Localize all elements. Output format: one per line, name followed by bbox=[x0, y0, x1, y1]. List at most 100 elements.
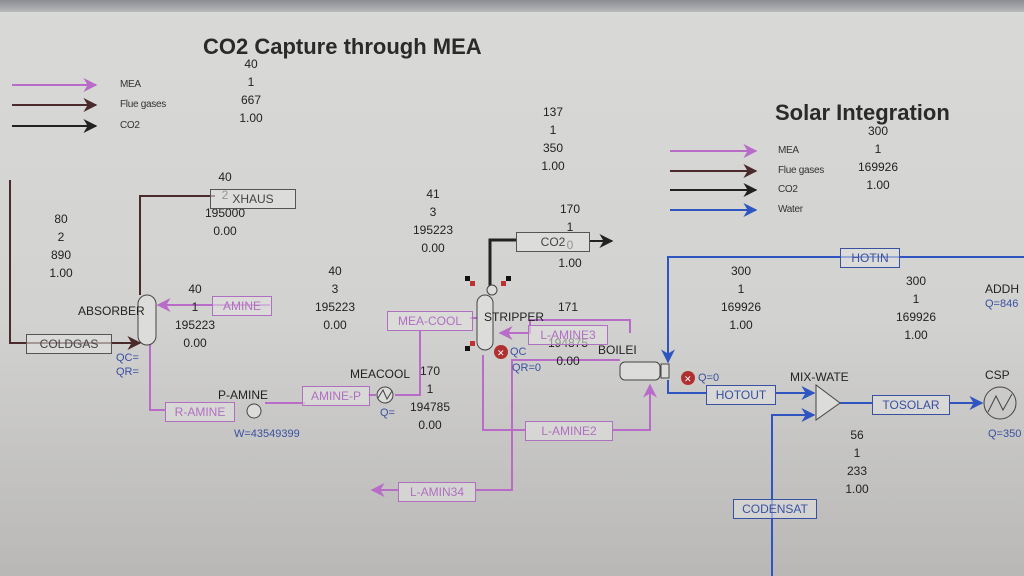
tag-flow: 169926 bbox=[857, 160, 899, 174]
stream-l-amin34[interactable]: L-AMIN34 bbox=[398, 482, 476, 502]
boiler-outlet[interactable] bbox=[660, 363, 670, 379]
selection-handle[interactable] bbox=[465, 346, 470, 351]
tag-temp: 80 bbox=[54, 212, 68, 226]
tag-temp: 41 bbox=[426, 187, 440, 201]
stream-tag[interactable]: 300 1 169926 1.00 bbox=[718, 262, 764, 334]
stream-hotout[interactable]: HOTOUT bbox=[706, 385, 776, 405]
tag-temp: 137 bbox=[542, 105, 564, 119]
stream-exhaus[interactable]: XHAUS bbox=[210, 189, 296, 209]
svg-text:✕: ✕ bbox=[684, 374, 692, 384]
stream-r-amine[interactable]: R-AMINE bbox=[165, 402, 235, 422]
block-csp-label: CSP bbox=[985, 368, 1010, 382]
selection-handle[interactable] bbox=[501, 281, 506, 286]
stream-tag[interactable]: 40 3 195223 0.00 bbox=[312, 262, 358, 334]
tag-flow: 194785 bbox=[409, 400, 451, 414]
tag-pressure: 3 bbox=[429, 205, 437, 219]
tag-flow: 195223 bbox=[412, 223, 454, 237]
block-addheat-label: ADDH bbox=[985, 282, 1020, 296]
tag-flow: 890 bbox=[50, 248, 72, 262]
pump-icon[interactable] bbox=[246, 403, 262, 419]
block-stripper-label: STRIPPER bbox=[484, 310, 545, 324]
tag-vfrac: 1.00 bbox=[904, 328, 928, 342]
legend-r-label-mea: MEA bbox=[778, 145, 799, 156]
error-icon[interactable] bbox=[494, 345, 508, 359]
addheat-duty: Q=846 bbox=[985, 298, 1019, 310]
tag-temp: 40 bbox=[328, 264, 342, 278]
legend-label-co2: CO2 bbox=[120, 120, 140, 131]
tag-flow: 169926 bbox=[895, 310, 937, 324]
svg-text:✕: ✕ bbox=[497, 348, 505, 358]
selection-handle[interactable] bbox=[465, 276, 470, 281]
tag-vfrac: 1.00 bbox=[866, 178, 890, 192]
boiler-duty: Q=0 bbox=[698, 372, 720, 384]
flue-gas-line-top bbox=[139, 195, 215, 295]
selection-handle[interactable] bbox=[506, 276, 511, 281]
legend-r-label-water: Water bbox=[778, 204, 803, 215]
block-mixer-label: MIX-WATE bbox=[790, 370, 849, 384]
selection-handle[interactable] bbox=[470, 341, 475, 346]
stripper-qr: QR=0 bbox=[512, 362, 542, 374]
tag-vfrac: 1.00 bbox=[239, 111, 263, 125]
stripper-vessel[interactable] bbox=[476, 294, 494, 351]
csp-duty: Q=350 bbox=[988, 428, 1022, 440]
stream-tag[interactable]: 56 1 233 1.00 bbox=[834, 426, 880, 498]
hotin-line bbox=[661, 256, 1024, 364]
tag-pressure: 1 bbox=[853, 446, 861, 460]
tag-temp: 171 bbox=[557, 300, 579, 314]
stream-l-amine3[interactable]: L-AMINE3 bbox=[528, 325, 608, 345]
tag-vfrac: 1.00 bbox=[558, 256, 582, 270]
stream-co2[interactable]: CO2 bbox=[516, 232, 590, 252]
tag-pressure: 1 bbox=[191, 300, 199, 314]
stream-tag[interactable]: 40 1 667 1.00 bbox=[228, 55, 274, 127]
cooler-to-meacool bbox=[395, 330, 421, 396]
legend-label-mea: MEA bbox=[120, 79, 141, 90]
stream-tag[interactable]: 41 3 195223 0.00 bbox=[410, 185, 456, 257]
meacool-duty: Q= bbox=[380, 407, 395, 419]
tag-flow: 350 bbox=[542, 141, 564, 155]
l-amine3-line bbox=[498, 319, 631, 340]
stream-codensat[interactable]: CODENSAT bbox=[733, 499, 817, 519]
stream-tag[interactable]: 170 1 194785 0.00 bbox=[407, 362, 453, 434]
csp-heater-icon[interactable] bbox=[983, 386, 1017, 420]
l-amin34-line bbox=[475, 359, 620, 491]
legend-r-label-co2: CO2 bbox=[778, 184, 798, 195]
stream-tosolar[interactable]: TOSOLAR bbox=[872, 395, 950, 415]
stream-hotin[interactable]: HOTIN bbox=[840, 248, 900, 268]
stream-tag[interactable]: 137 1 350 1.00 bbox=[530, 103, 576, 175]
tag-temp: 40 bbox=[244, 57, 258, 71]
tag-pressure: 1 bbox=[737, 282, 745, 296]
boiler-icon[interactable] bbox=[619, 361, 661, 381]
stream-tag[interactable]: 300 1 169926 1.00 bbox=[893, 272, 939, 344]
tag-flow: 195223 bbox=[314, 300, 356, 314]
stream-tag[interactable]: 300 1 169926 1.00 bbox=[855, 122, 901, 194]
tag-pressure: 1 bbox=[426, 382, 434, 396]
error-icon[interactable] bbox=[681, 371, 695, 385]
legend-r-label-flue: Flue gases bbox=[778, 165, 824, 176]
tag-vfrac: 0.00 bbox=[213, 224, 237, 238]
title-solar-integration: Solar Integration bbox=[775, 100, 950, 125]
stream-coldgas[interactable]: COLDGAS bbox=[26, 334, 112, 354]
tag-pressure: 3 bbox=[331, 282, 339, 296]
tag-temp: 300 bbox=[905, 274, 927, 288]
tag-pressure: 2 bbox=[57, 230, 65, 244]
tag-vfrac: 1.00 bbox=[845, 482, 869, 496]
stream-amine-p[interactable]: AMINE-P bbox=[302, 386, 370, 406]
tag-vfrac: 0.00 bbox=[183, 336, 207, 350]
tag-vfrac: 1.00 bbox=[729, 318, 753, 332]
selection-handle[interactable] bbox=[470, 281, 475, 286]
tag-temp: 56 bbox=[850, 428, 864, 442]
stream-mea-cool[interactable]: MEA-COOL bbox=[387, 311, 473, 331]
condensate-line bbox=[771, 408, 816, 576]
stream-tag[interactable]: 40 1 195223 0.00 bbox=[172, 280, 218, 352]
absorber-vessel[interactable] bbox=[137, 294, 157, 346]
stream-l-amine2[interactable]: L-AMINE2 bbox=[525, 421, 613, 441]
stream-tag[interactable]: 80 2 890 1.00 bbox=[38, 210, 84, 282]
mixer-icon[interactable] bbox=[815, 384, 841, 421]
stripper-condenser[interactable] bbox=[486, 284, 498, 296]
stream-amine[interactable]: AMINE bbox=[212, 296, 272, 316]
r-amine-line bbox=[149, 320, 165, 411]
block-pump-label: P-AMINE bbox=[218, 388, 269, 402]
block-boiler-label: BOILEI bbox=[598, 343, 637, 357]
tag-vfrac: 0.00 bbox=[556, 354, 580, 368]
